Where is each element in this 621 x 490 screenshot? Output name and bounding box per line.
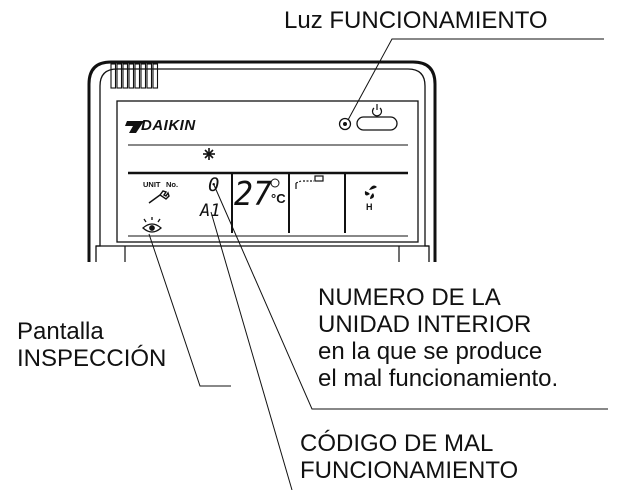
callout-fault-code-line1: CÓDIGO DE MAL (300, 430, 494, 457)
vent-grille (110, 63, 159, 89)
callout-fault-code-line2: FUNCIONAMIENTO (300, 457, 519, 484)
power-icon (371, 104, 383, 117)
leader-indoor-unit-number (213, 184, 608, 410)
daikin-logo-mark (125, 121, 144, 133)
front-panel (116, 100, 419, 243)
fault-code-display: A1 (199, 201, 220, 221)
temperature-unit: °C (271, 191, 286, 206)
controller-face (95, 68, 430, 262)
callout-indoor-unit-number-line2: UNIDAD INTERIOR (318, 311, 532, 338)
leader-operation-light (347, 38, 604, 121)
no-label: No. (166, 180, 178, 189)
power-button[interactable] (356, 116, 398, 131)
wrench-icon (148, 190, 170, 204)
leader-fault-code (210, 211, 293, 490)
callout-indoor-unit-number: NUMERO DE LA UNIDAD INTERIOR en la que s… (318, 284, 558, 392)
setpoint-marker-icon (270, 178, 280, 188)
callout-indoor-unit-number-line1: NUMERO DE LA (318, 284, 501, 311)
unit-number-digit: 0 (208, 174, 219, 196)
callout-inspection-display: Pantalla INSPECCIÓN (17, 318, 166, 372)
unit-label: UNIT (143, 180, 161, 189)
temperature-display: 27 (234, 174, 272, 213)
airflow-direction-icon (295, 175, 324, 189)
callout-fault-code: CÓDIGO DE MAL FUNCIONAMIENTO (300, 430, 518, 484)
leader-inspection-display (148, 233, 231, 387)
snowflake-icon (203, 148, 215, 160)
fan-mode-letter: H (366, 202, 373, 212)
leader-lines (148, 38, 608, 490)
inspection-eye-icon (142, 217, 162, 233)
fan-icon (364, 185, 377, 199)
brand-logo-text: DAIKIN (141, 117, 196, 134)
callout-indoor-unit-number-line4: el mal funcionamiento. (318, 365, 559, 392)
callout-inspection-display-line1: Pantalla (17, 318, 104, 345)
callout-inspection-display-line2: INSPECCIÓN (17, 345, 167, 372)
callout-indoor-unit-number-line3: en la que se produce (318, 338, 543, 365)
operation-lamp-icon (338, 117, 352, 131)
callout-operation-light: Luz FUNCIONAMIENTO (284, 7, 548, 34)
controller-housing (87, 60, 437, 262)
